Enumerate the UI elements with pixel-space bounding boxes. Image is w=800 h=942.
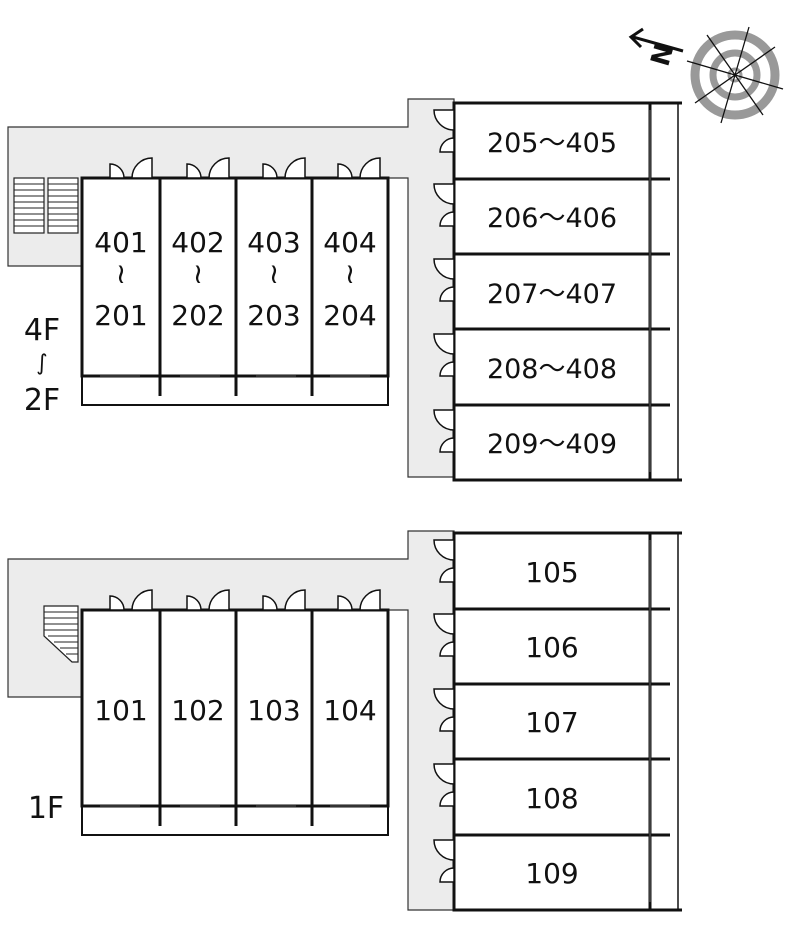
- unit-label-101: 101: [94, 694, 147, 727]
- floor-label-4f: 4F: [24, 313, 60, 348]
- floor-label-2f: 2F: [24, 383, 60, 418]
- floor-label-1f: 1F: [28, 791, 64, 826]
- unit-label-109: 109: [525, 857, 578, 890]
- unit-label-sep: ≀: [345, 257, 356, 290]
- unit-label-204: 204: [323, 299, 376, 332]
- unit-label-106: 106: [525, 631, 578, 664]
- unit-label-206-406: 206～406: [487, 203, 617, 234]
- unit-label-402: 402: [171, 226, 224, 259]
- ground-left-units: [80, 608, 390, 836]
- upper-floor-plan: 401 ≀ 201 402 ≀ 202 403 ≀ 203 404 ≀ 204 …: [7, 98, 682, 482]
- compass-icon: N: [628, 26, 784, 124]
- unit-label-404: 404: [323, 226, 376, 259]
- unit-label-203: 203: [247, 299, 300, 332]
- upper-left-units: [80, 176, 390, 406]
- upper-right-units: [452, 101, 682, 482]
- unit-label-207-407: 207～407: [487, 279, 617, 310]
- unit-label-105: 105: [525, 556, 578, 589]
- unit-label-sep: ≀: [116, 257, 127, 290]
- upper-staircase-icon: [13, 177, 79, 234]
- floor-label-sep: ∫: [36, 351, 47, 376]
- ground-staircase-icon: [43, 605, 79, 663]
- unit-label-104: 104: [323, 694, 376, 727]
- unit-label-209-409: 209～409: [487, 429, 617, 460]
- unit-label-108: 108: [525, 782, 578, 815]
- unit-label-sep: ≀: [193, 257, 204, 290]
- unit-label-107: 107: [525, 706, 578, 739]
- unit-label-103: 103: [247, 694, 300, 727]
- upper-right-doors: [433, 109, 455, 453]
- ground-floor-plan: 101 102 103 104 105 106 107 108 109 1F: [7, 530, 682, 912]
- ground-right-doors: [433, 539, 455, 883]
- unit-label-403: 403: [247, 226, 300, 259]
- unit-label-401: 401: [94, 226, 147, 259]
- ground-corridor: [7, 530, 455, 911]
- ground-left-doors: [109, 589, 381, 611]
- unit-label-205-405: 205～405: [487, 128, 617, 159]
- unit-label-sep: ≀: [269, 257, 280, 290]
- ground-right-units: [452, 531, 682, 912]
- upper-corridor: [7, 98, 455, 478]
- compass-north-label: N: [646, 40, 681, 69]
- unit-label-102: 102: [171, 694, 224, 727]
- unit-label-201: 201: [94, 299, 147, 332]
- unit-label-208-408: 208～408: [487, 354, 617, 385]
- upper-left-doors: [109, 157, 381, 179]
- unit-label-202: 202: [171, 299, 224, 332]
